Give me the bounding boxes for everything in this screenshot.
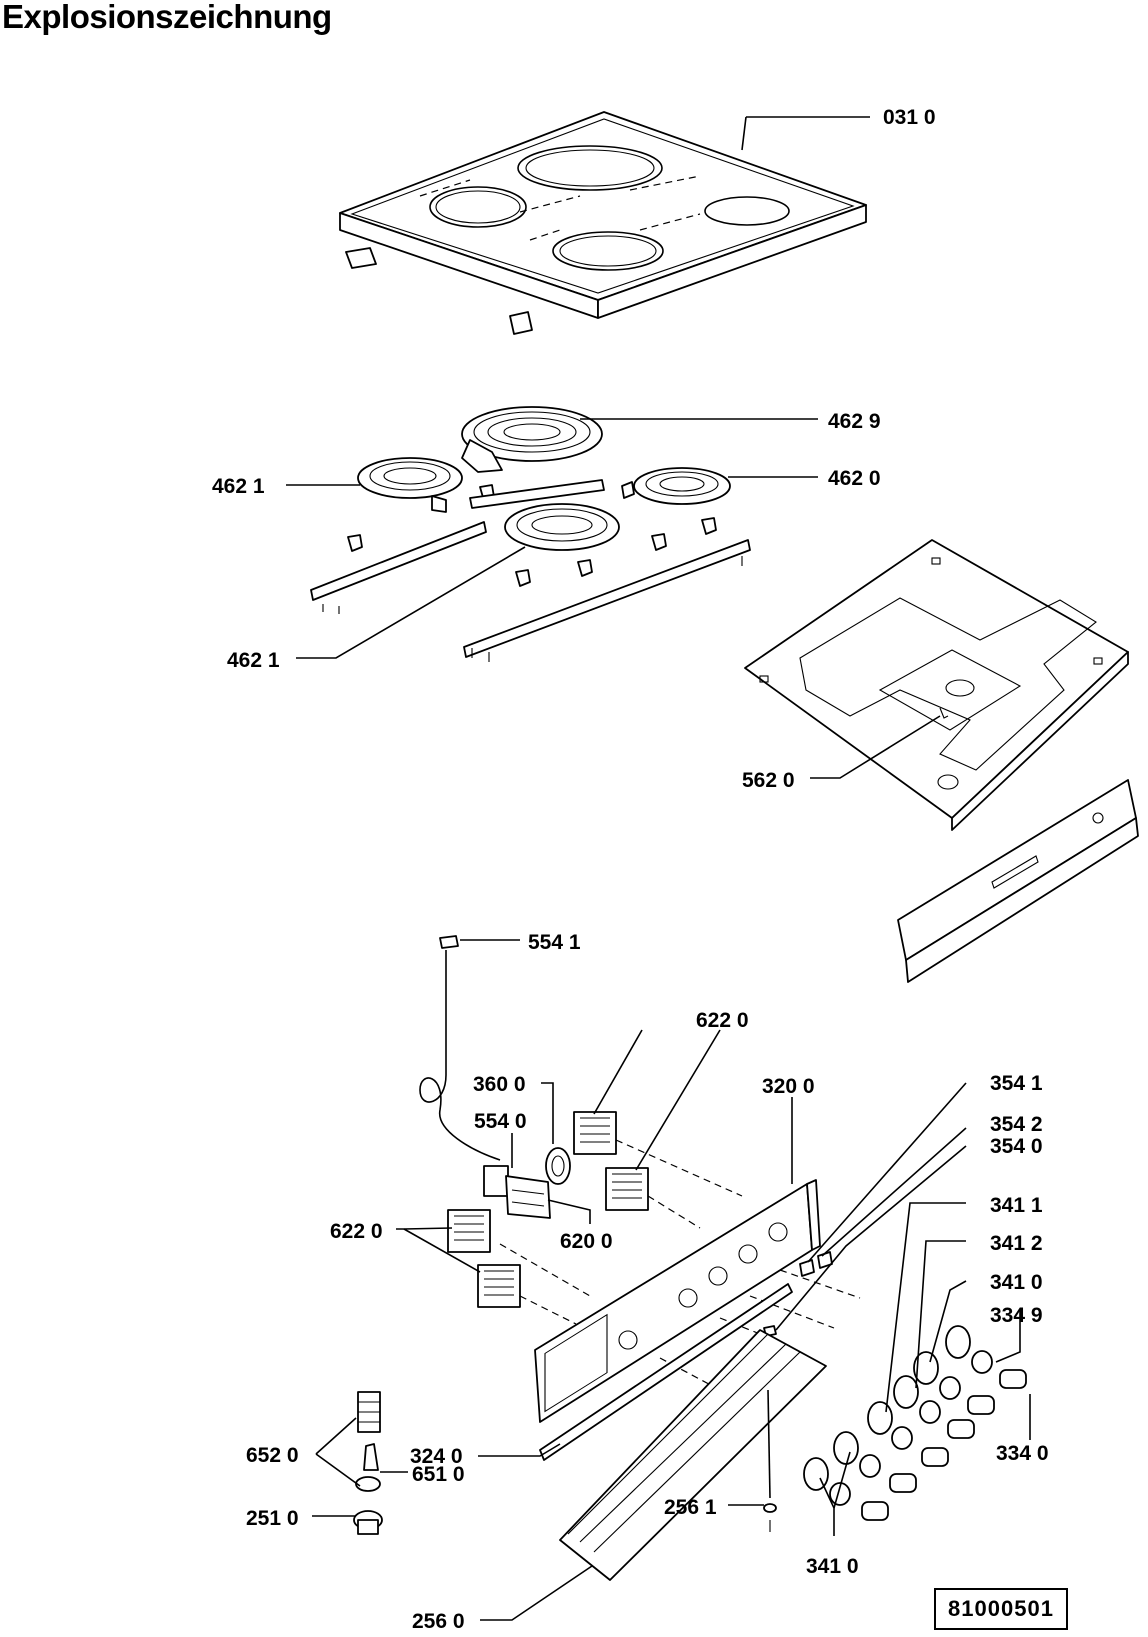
leader-6520-b (315, 1453, 361, 1487)
label-5540: 554 0 (474, 1110, 527, 1133)
foot-parts (353, 1391, 383, 1535)
leader-3542 (821, 1127, 967, 1257)
leader-6220-b2 (403, 1228, 481, 1273)
label-3410-a: 341 0 (990, 1271, 1043, 1294)
label-3542: 354 2 (990, 1113, 1043, 1136)
label-3540: 354 0 (990, 1135, 1043, 1158)
label-4629: 462 9 (828, 410, 881, 433)
label-3412: 341 2 (990, 1232, 1043, 1255)
label-2561: 256 1 (664, 1496, 717, 1519)
leader-6220-a2 (635, 1029, 721, 1171)
leader-3410-a (929, 1280, 967, 1363)
page-title: Explosionszeichnung (2, 0, 332, 35)
leader-3600 (541, 1082, 554, 1144)
label-6220-b: 622 0 (330, 1220, 383, 1243)
label-4620: 462 0 (828, 467, 881, 490)
leader-3411 (885, 1202, 966, 1413)
leader-3240 (478, 1443, 561, 1457)
leader-3410-b2 (833, 1451, 851, 1509)
drawing-number-box: 81000501 (934, 1588, 1068, 1630)
leader-5620 (810, 715, 941, 779)
label-6200: 620 0 (560, 1230, 613, 1253)
trim-rails (539, 1283, 827, 1581)
switch-assemblies (447, 1111, 743, 1325)
label-5541: 554 1 (528, 931, 581, 954)
leader-3541 (807, 1082, 967, 1263)
label-3340: 334 0 (996, 1442, 1049, 1465)
label-5620: 562 0 (742, 769, 795, 792)
label-3349: 334 9 (990, 1304, 1043, 1327)
leader-2560 (480, 1565, 593, 1621)
label-4621-b: 462 1 (227, 649, 280, 672)
rear-panel-part (897, 779, 1139, 983)
heating-elements (310, 406, 751, 662)
label-0310: 031 0 (883, 106, 936, 129)
label-3600: 360 0 (473, 1073, 526, 1096)
label-6220-a: 622 0 (696, 1009, 749, 1032)
leader-4621-b (296, 546, 526, 659)
leader-3540 (775, 1145, 967, 1331)
leader-3349 (995, 1310, 1021, 1363)
label-2510: 251 0 (246, 1507, 299, 1530)
leader-3412 (915, 1240, 966, 1389)
label-6510: 651 0 (412, 1463, 465, 1486)
control-panel-part (534, 1179, 861, 1423)
leader-6220-a1 (593, 1029, 643, 1115)
leader-6520-a (315, 1417, 357, 1455)
label-6520: 652 0 (246, 1444, 299, 1467)
knob-assemblies (803, 1325, 1027, 1521)
label-3541: 354 1 (990, 1072, 1043, 1095)
label-3411: 341 1 (990, 1194, 1043, 1217)
cooktop-glass-part (339, 111, 867, 335)
leader-0310-b (741, 116, 747, 151)
leader-6200 (547, 1199, 591, 1224)
label-3200: 320 0 (762, 1075, 815, 1098)
label-4621-a: 462 1 (212, 475, 265, 498)
base-plate-part (744, 539, 1129, 831)
sensor-capillary-part (419, 935, 501, 1161)
label-3410-b: 341 0 (806, 1555, 859, 1578)
label-2560: 256 0 (412, 1610, 465, 1633)
label-3240: 324 0 (410, 1445, 463, 1468)
